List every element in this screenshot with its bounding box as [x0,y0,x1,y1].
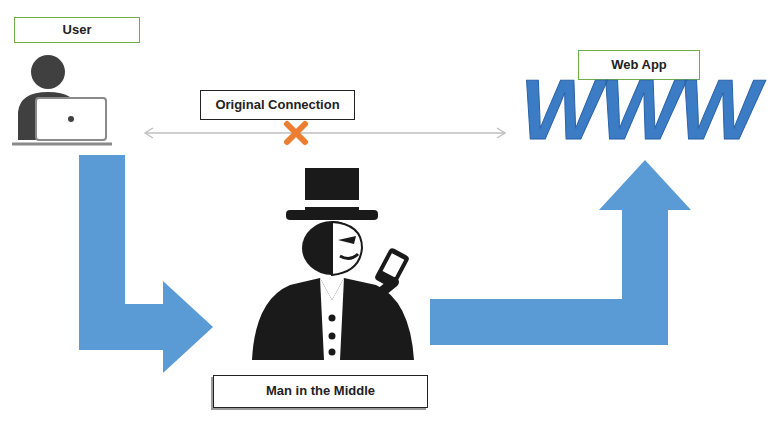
actor-node: User [10,15,145,155]
connector-group [102,128,691,373]
label-box: Original Connection [200,90,355,120]
connection-line [145,128,505,138]
flow-arrow [430,160,691,322]
attacker-figure [252,168,414,360]
attacker-node: Man in the Middle [213,165,430,410]
flow-arrow [102,155,213,373]
www-logo-text: WWW [506,66,772,152]
user-icon [12,55,112,144]
node-label: Original Connection [200,90,355,120]
node-label: Man in the Middle [213,375,428,408]
node-label: User [14,17,140,43]
broken-link-cross [287,124,305,142]
